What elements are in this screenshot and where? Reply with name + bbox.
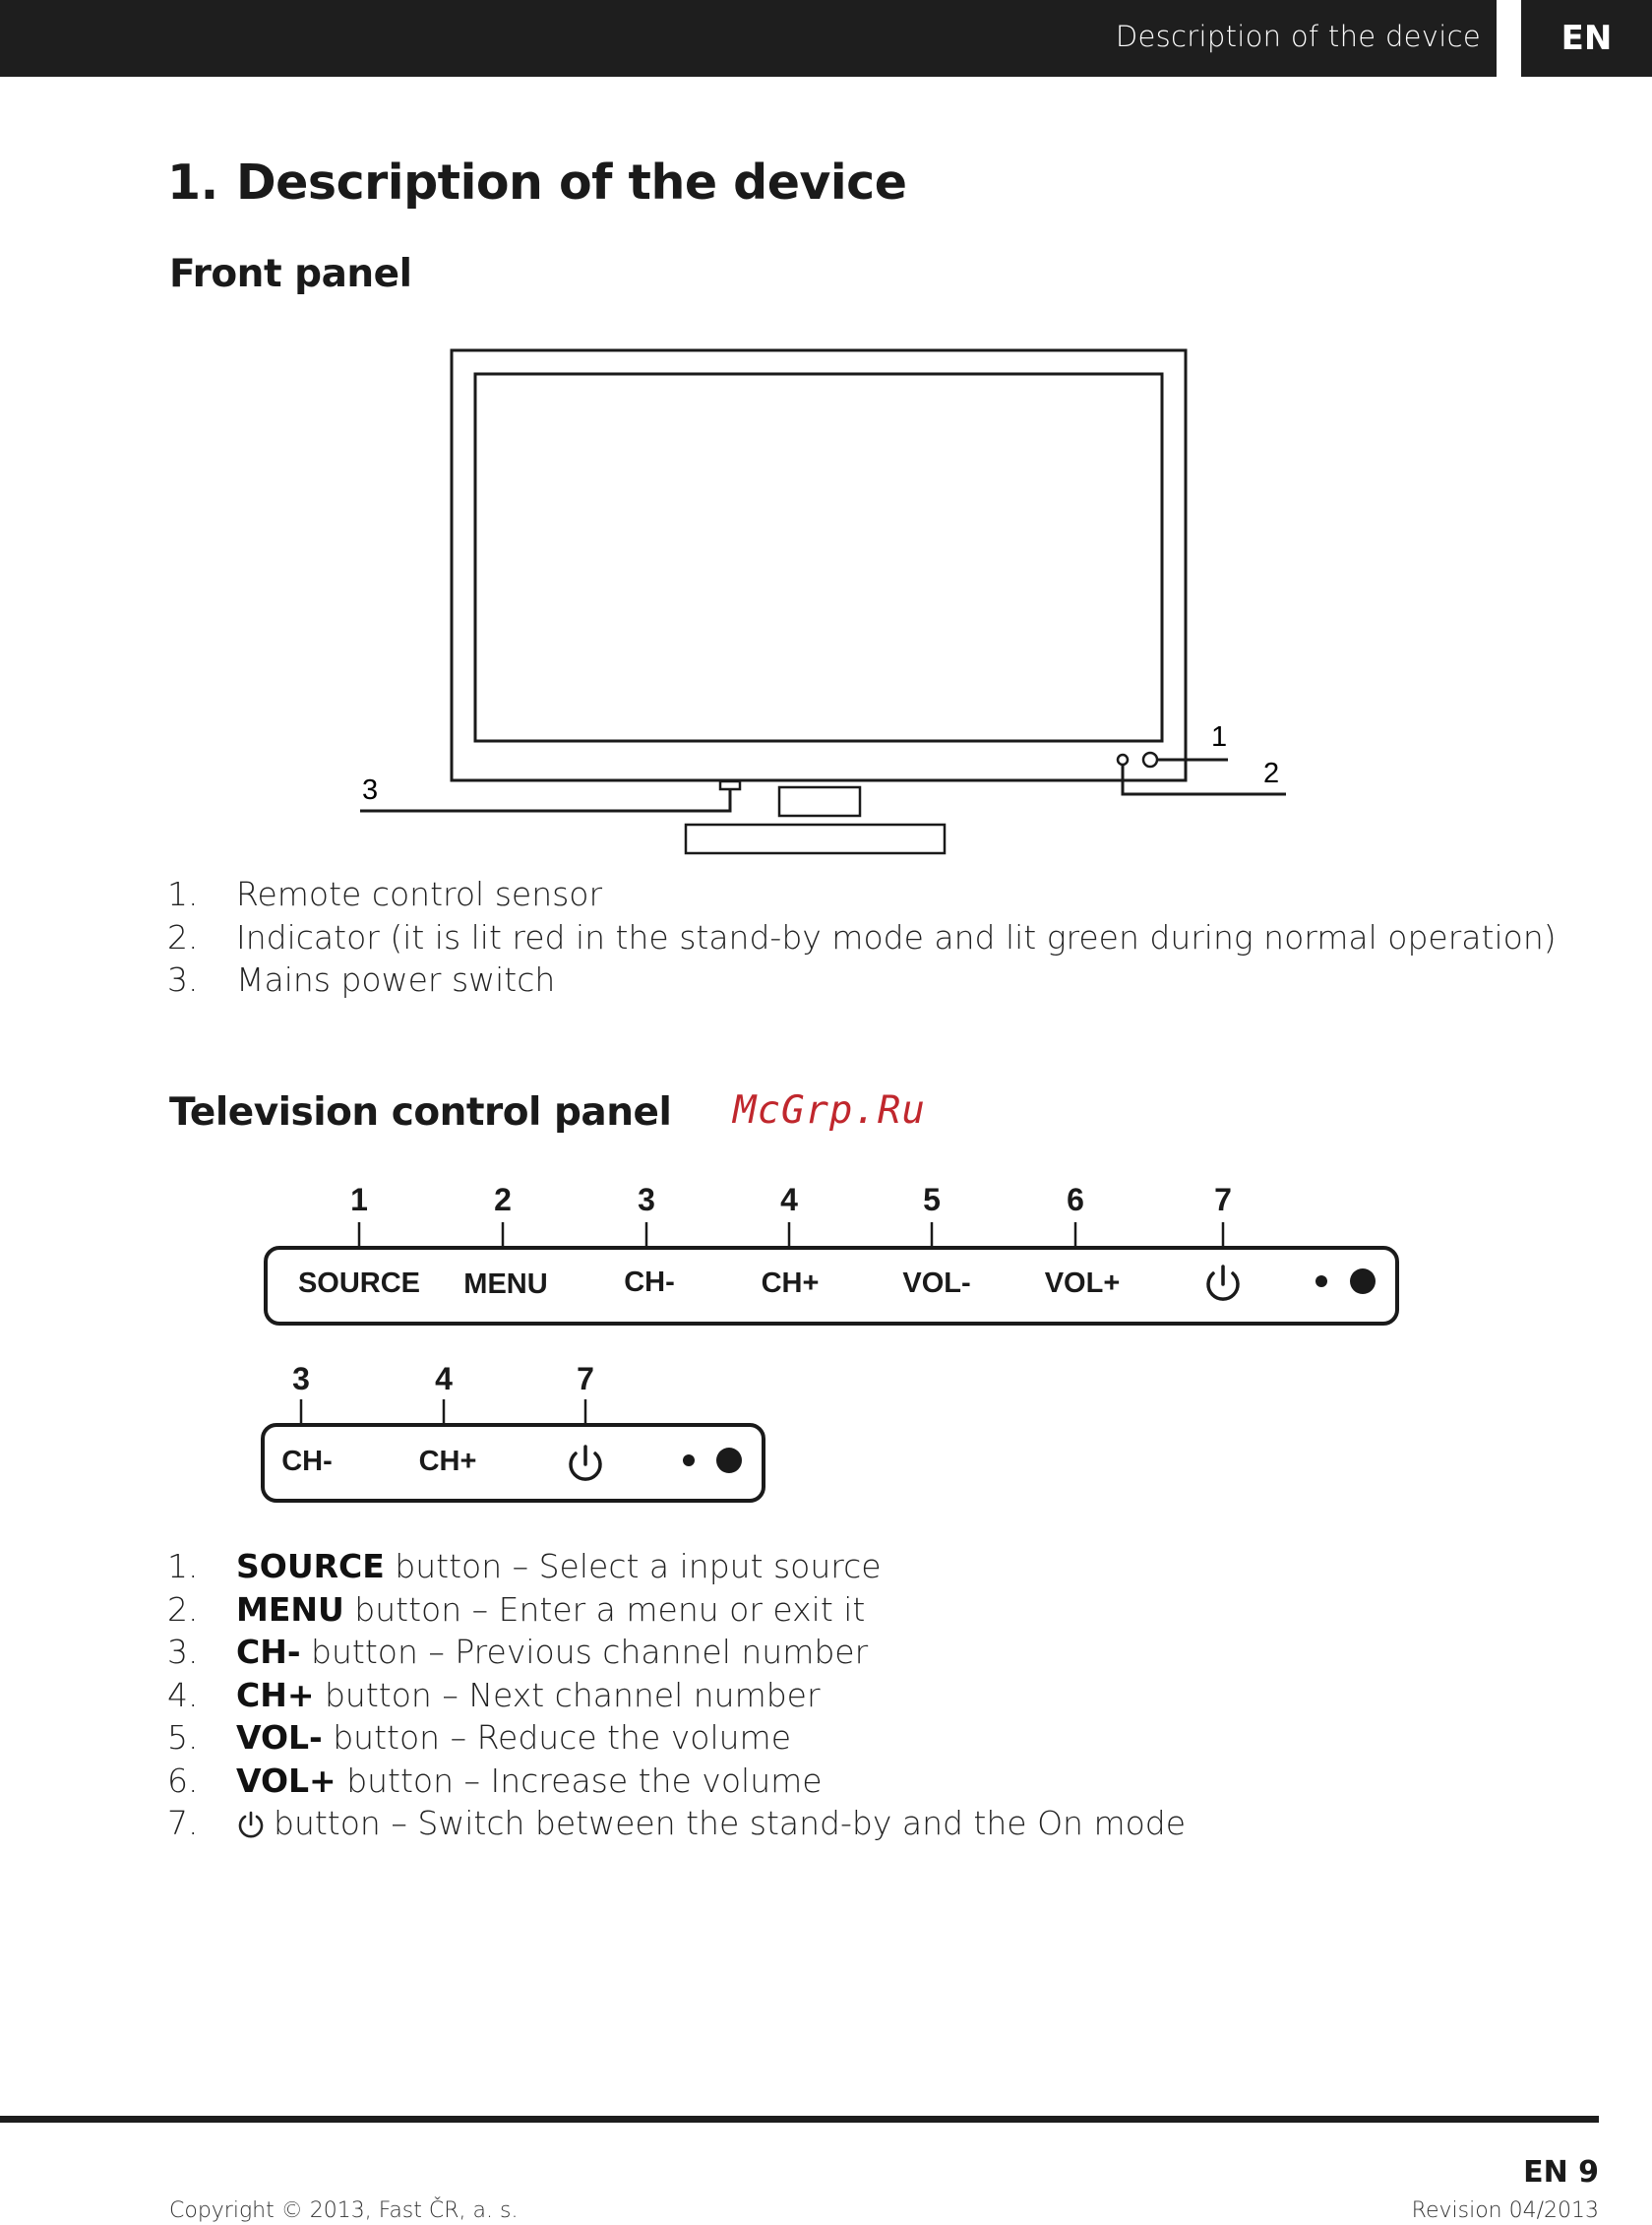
page-title-number: 1. [167,155,218,211]
mains-switch [718,779,742,791]
tv-screen [473,372,1164,743]
copyright: Copyright © 2013, Fast ČR, a. s. [169,2198,519,2223]
watermark: McGrp.Ru [733,1088,926,1133]
panel-label-ch-plus: CH+ [419,1446,477,1477]
remote-sensor [1141,751,1159,769]
control-panel-diagram: 1 2 3 4 5 6 7 SOURCE MENU CH- CH+ VOL- V… [261,1182,1399,1503]
callout-2: 2 [1263,758,1279,789]
power-icon [569,1445,602,1481]
panel-label-ch-minus: CH- [281,1446,333,1477]
led-small [683,1454,695,1466]
panel-label-ch-minus: CH- [624,1267,675,1298]
panel-number: 5 [923,1182,941,1217]
led-large [716,1448,742,1473]
led-large [1350,1268,1376,1294]
header-section-title: Description of the device [1115,20,1481,53]
panel-number: 7 [1214,1182,1232,1217]
power-icon [1206,1265,1240,1301]
panel-number: 3 [638,1182,655,1217]
panel-number: 1 [350,1182,368,1217]
panel-label-source: SOURCE [298,1267,420,1299]
callout-1: 1 [1211,721,1227,753]
revision: Revision 04/2013 [1411,2198,1599,2223]
front-panel-heading: Front panel [169,252,412,296]
panel-number: 7 [577,1361,594,1396]
page-title: 1. Description of the device [167,155,907,211]
page-title-text: Description of the device [236,155,907,211]
power-icon [238,1811,264,1838]
footer-rule [0,2116,1599,2123]
page-number: EN 9 [1523,2155,1599,2190]
led-small [1315,1275,1327,1287]
panel-number: 3 [292,1361,310,1396]
panel-number: 2 [494,1182,512,1217]
stand-neck [777,785,862,818]
header-bar: Description of the device [0,0,1497,77]
language-badge: EN [1521,0,1652,77]
panel-label-vol-minus: VOL- [902,1267,970,1299]
tv-frame [450,348,1188,782]
stand-base [684,823,947,855]
panel-number: 4 [435,1361,453,1396]
indicator-led [1116,753,1130,767]
panel-label-ch-plus: CH+ [762,1267,820,1299]
panel-number: 4 [780,1182,798,1217]
panel-number: 6 [1067,1182,1084,1217]
control-panel-large [264,1246,1399,1326]
callout-3: 3 [362,774,378,806]
front-panel-diagram: 1 2 3 [360,348,1286,855]
panel-label-vol-plus: VOL+ [1045,1267,1121,1299]
control-panel-heading: Television control panel [169,1090,672,1135]
control-panel-small [261,1423,765,1503]
panel-label-menu: MENU [463,1268,547,1300]
